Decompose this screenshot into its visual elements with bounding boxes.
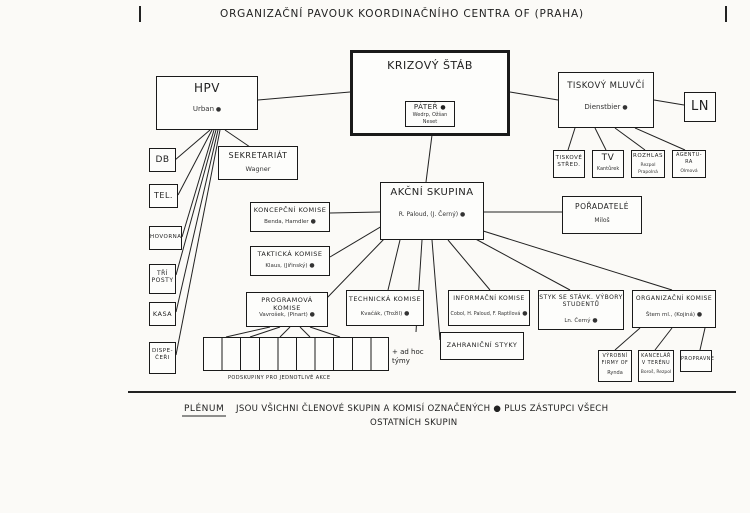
tiskovy-mluvci-box: TISKOVÝ MLUVČÍ Dienstbier [558, 72, 654, 128]
programova-komise-names: Vavrošek, (Pinart) [247, 311, 327, 318]
organizacni-komise-label: ORGANIZAČNÍ KOMISE [635, 295, 713, 302]
hpv-box: HPV Urban [156, 76, 258, 130]
tel-box: TEL. [149, 184, 178, 208]
db-label: DB [155, 155, 170, 165]
dispeceri-box: DISPE-ČEŘI [149, 342, 176, 374]
koncepcni-komise-label: KONCEPČNÍ KOMISE [253, 206, 327, 214]
tv-name: Kantůrek [596, 166, 620, 172]
zahranicni-styky-label: ZAHRANIČNÍ STYKY [446, 341, 518, 349]
triposty-box: TŘÍ POSTY [149, 264, 176, 294]
triposty-label: TŘÍ POSTY [151, 270, 174, 284]
technicka-komise-box: TECHNICKÁ KOMISE Kvačák, (Trožil) [346, 290, 424, 326]
zahranicni-styky-box: ZAHRANIČNÍ STYKY [440, 332, 524, 360]
sekretariat-box: SEKRETARIÁT Wagner [218, 146, 298, 180]
organizacni-komise-box: ORGANIZAČNÍ KOMISE Štem ml., (Kojiná) [632, 290, 716, 328]
akcni-skupina-label: AKČNÍ SKUPINA [390, 187, 474, 198]
styk-studenty-label: STYK SE STÁVK. VÝBORY STUDENTŮ [539, 294, 623, 308]
informacni-komise-label: INFORMAČNÍ KOMISE [453, 295, 525, 302]
poradatele-box: POŘADATELÉ Miloš [562, 196, 642, 234]
informacni-komise-box: INFORMAČNÍ KOMISE Cobol, H. Paloud, F. R… [448, 290, 530, 326]
sekretariat-name: Wagner [245, 165, 271, 173]
ln-label: LN [691, 99, 709, 114]
akcni-skupina-box: AKČNÍ SKUPINA R. Paloud, (J. Černý) [380, 182, 484, 240]
sekretariat-label: SEKRETARIÁT [228, 151, 288, 160]
tiskove-stred-label: TISKOVÉ STŘED. [555, 155, 583, 168]
subgroups-strip [203, 337, 389, 371]
hpv-name: Urban [157, 105, 257, 113]
pater-box: PÁTEŘ Wedrp, Ožšan Neset [405, 101, 455, 127]
technicka-komise-label: TECHNICKÁ KOMISE [348, 295, 422, 303]
organizacni-komise-names: Štem ml., (Kojiná) [633, 311, 715, 318]
koncepcni-komise-box: KONCEPČNÍ KOMISE Benda, Hamdler [250, 202, 330, 232]
technicka-komise-names: Kvačák, (Trožil) [347, 310, 423, 317]
hovorna-box: HOVORNA [149, 226, 182, 250]
agentura-box: AGENTU-RA Olmová [672, 150, 706, 178]
hovorna-label: HOVORNA [150, 234, 182, 240]
vyrobni-firmy-label: VÝROBNÍ FIRMY OF [601, 354, 629, 366]
koncepcni-komise-names: Benda, Hamdler [251, 218, 329, 225]
styk-studenty-names: Ln. Černý [539, 317, 623, 324]
tel-label: TEL. [154, 191, 173, 200]
propravne-box: PROPRAVNE [680, 350, 715, 372]
rozhlas-name: Rezpol Prapolná [638, 163, 658, 175]
programova-komise-label: PROGRAMOVÁ KOMISE [261, 296, 313, 312]
kancelar-v-terenu-label: KANCELÁŘ V TERÉNU [641, 354, 671, 366]
takticka-komise-names: Klaus, (Jiřinský) [251, 262, 329, 269]
takticka-komise-label: TAKTICKÁ KOMISE [257, 250, 323, 258]
plenum-description-line1: JSOU VŠICHNI ČLENOVÉ SKUPIN A KOMISÍ OZN… [236, 404, 609, 414]
plenum-description-line2: OSTATNÍCH SKUPIN [370, 418, 458, 428]
styk-studenty-box: STYK SE STÁVK. VÝBORY STUDENTŮ Ln. Černý [538, 290, 624, 330]
krizovy-stab-box: KRIZOVÝ ŠTÁB PÁTEŘ Wedrp, Ožšan Neset [350, 50, 510, 136]
pater-label: PÁTEŘ [406, 103, 454, 111]
subgroups-caption: PODSKUPINY PRO JEDNOTLIVÉ AKCE [228, 375, 331, 381]
plenum-label: PLÉNUM [184, 404, 225, 414]
ln-box: LN [684, 92, 716, 122]
ad-hoc-teams: + ad hoc týmy [392, 348, 424, 365]
programova-komise-box: PROGRAMOVÁ KOMISE Vavrošek, (Pinart) [246, 292, 328, 327]
informacni-komise-names: Cobol, H. Paloud, F. Raptílová [449, 310, 529, 317]
tv-label: TV [601, 153, 615, 163]
poradatele-name: Miloš [594, 217, 610, 224]
krizovy-stab-label: KRIZOVÝ ŠTÁB [387, 59, 473, 72]
tiskovy-mluvci-name: Dienstbier [559, 103, 653, 111]
dispeceri-label: DISPE-ČEŘI [151, 348, 174, 361]
vyrobni-firmy-name: Rynda [607, 370, 623, 376]
rozhlas-box: ROZHLAS Rezpol Prapolná [631, 150, 665, 178]
agentura-name: Olmová [680, 169, 698, 174]
pater-names: Wedrp, Ožšan Neset [412, 112, 448, 125]
db-box: DB [149, 148, 176, 172]
kancelar-v-terenu-box: KANCELÁŘ V TERÉNU Boroš, Rezpol [638, 350, 674, 382]
kancelar-v-terenu-name: Boroš, Rezpol [640, 370, 672, 375]
kasa-label: KASA [152, 310, 173, 318]
takticka-komise-box: TAKTICKÁ KOMISE Klaus, (Jiřinský) [250, 246, 330, 276]
tiskove-stred-box: TISKOVÉ STŘED. [553, 150, 585, 178]
poradatele-label: POŘADATELÉ [575, 202, 629, 211]
agentura-label: AGENTU-RA [675, 152, 703, 165]
diagram-title: ORGANIZAČNÍ PAVOUK KOORDINAČNÍHO CENTRA … [220, 8, 584, 20]
kasa-box: KASA [149, 302, 176, 326]
tiskovy-mluvci-label: TISKOVÝ MLUVČÍ [567, 81, 645, 91]
tv-box: TV Kantůrek [592, 150, 624, 178]
akcni-skupina-names: R. Paloud, (J. Černý) [381, 211, 483, 218]
rozhlas-label: ROZHLAS [633, 153, 663, 159]
propravne-label: PROPRAVNE [681, 357, 715, 362]
hpv-label: HPV [194, 81, 220, 95]
vyrobni-firmy-box: VÝROBNÍ FIRMY OF Rynda [598, 350, 632, 382]
